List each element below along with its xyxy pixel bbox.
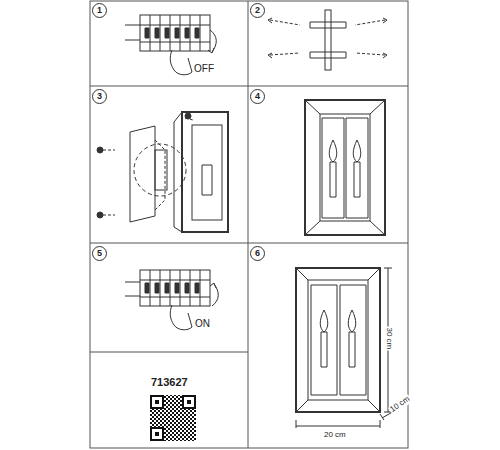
step-number: 1: [97, 6, 102, 15]
switch-state: OFF: [193, 63, 215, 74]
panel-grid: [90, 1, 408, 448]
exploded-mount-view: [97, 112, 228, 232]
step-number-circle: 6: [250, 246, 265, 261]
article-number: 713627: [150, 376, 189, 388]
step-number-circle: 1: [92, 3, 107, 18]
breaker-panel-off: [125, 15, 216, 75]
dimension-label: 30 cm: [385, 326, 394, 350]
switch-state: ON: [194, 318, 211, 329]
mounting-bracket: [268, 10, 387, 70]
step-number: 2: [255, 6, 260, 15]
step-number-circle: 2: [250, 3, 265, 18]
dimension-label: 20 cm: [323, 431, 347, 440]
step-number-circle: 3: [92, 89, 107, 104]
step-number: 5: [97, 249, 102, 258]
breaker-panel-on: [125, 270, 218, 330]
step-number: 4: [255, 92, 260, 101]
step-number-circle: 5: [92, 246, 107, 261]
step-number: 6: [255, 249, 260, 258]
wall-lamp-dimensions: [296, 268, 398, 428]
step-number-circle: 4: [250, 89, 265, 104]
wall-lamp-assembled: [305, 100, 385, 235]
qr-code: [150, 395, 196, 441]
width-dimension: [296, 420, 380, 428]
dimension-label: 10 cm: [388, 394, 413, 415]
step-number: 3: [97, 92, 102, 101]
